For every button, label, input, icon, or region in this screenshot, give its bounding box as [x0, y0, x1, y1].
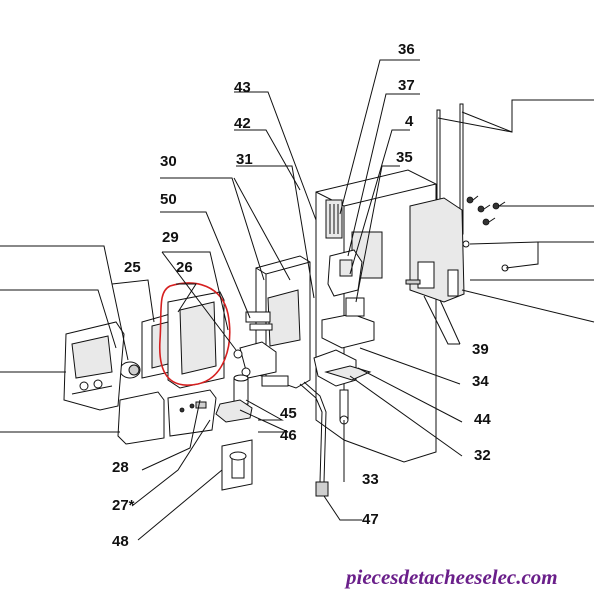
callout-28: 28 — [112, 459, 129, 476]
part-48-inset — [221, 439, 253, 491]
watermark: piecesdetacheeselec.com — [344, 565, 558, 589]
callout-25: 25 — [124, 259, 141, 276]
callout-47: 47 — [362, 511, 379, 528]
leader-lines — [0, 59, 595, 541]
central-housing — [233, 255, 311, 389]
long-tube — [299, 381, 329, 497]
callout-46: 46 — [280, 427, 297, 444]
callout-30: 30 — [160, 153, 177, 170]
callout-31: 31 — [236, 151, 253, 168]
right-bracket-assembly — [405, 103, 509, 303]
callout-32: 32 — [474, 447, 491, 464]
callout-27: 27* — [112, 497, 135, 514]
callout-34: 34 — [472, 373, 489, 390]
callout-33: 33 — [362, 471, 379, 488]
display-cover — [63, 321, 125, 411]
callout-37: 37 — [398, 77, 415, 94]
front-cover-assembly — [119, 291, 225, 389]
callout-48: 48 — [112, 533, 129, 550]
callout-36: 36 — [398, 41, 415, 58]
callout-45: 45 — [280, 405, 297, 422]
callout-43: 43 — [234, 79, 251, 96]
small-fittings — [215, 374, 253, 423]
lower-panels — [117, 389, 217, 445]
callout-labels: 36 43 37 42 4 35 30 31 50 29 25 26 39 34… — [112, 41, 491, 550]
center-mounted-components — [313, 199, 375, 425]
callout-29: 29 — [162, 229, 179, 246]
callout-50: 50 — [160, 191, 177, 208]
callout-4: 4 — [405, 113, 414, 130]
callout-42: 42 — [234, 115, 251, 132]
callout-26: 26 — [176, 259, 193, 276]
callout-35: 35 — [396, 149, 413, 166]
callout-39: 39 — [472, 341, 489, 358]
highlight-circle — [158, 282, 231, 386]
callout-44: 44 — [474, 411, 491, 428]
